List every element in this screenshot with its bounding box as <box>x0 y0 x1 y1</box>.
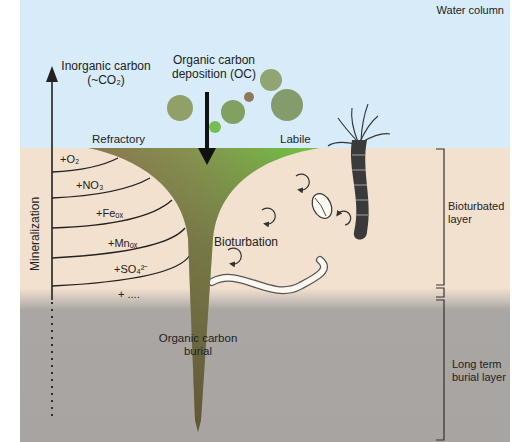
oxidant-label: +NO₃ <box>76 179 120 192</box>
burial-layer-band: Long term burial layer <box>20 288 510 442</box>
shape-path <box>88 148 320 432</box>
shape-path <box>88 148 320 432</box>
node-text: Water column <box>420 4 504 17</box>
node-text: Bioturbated layer <box>448 200 510 225</box>
bioturbated-layer-band: Bioturbated layer <box>20 148 510 288</box>
oxidant-label: + .... <box>118 288 162 301</box>
node-text: Organic carbon burial <box>150 332 246 358</box>
flux-label: Inorganic carbon (~CO₂) <box>56 60 156 88</box>
oxidant-label: +Feₒₓ <box>96 207 140 220</box>
quality-label: Refractory <box>92 133 162 146</box>
process-label: Mineralization <box>29 184 43 284</box>
oxidant-label: +SO₄²⁻ <box>114 263 164 276</box>
process-label: Bioturbation <box>214 236 294 250</box>
quality-label: Labile <box>280 133 330 146</box>
oxidant-label: +O₂ <box>60 153 100 166</box>
flux-label: Organic carbon deposition (OC) <box>158 54 270 82</box>
oxidant-label: +Mnₒₓ <box>108 237 152 250</box>
node-text: Long term burial layer <box>452 358 512 383</box>
